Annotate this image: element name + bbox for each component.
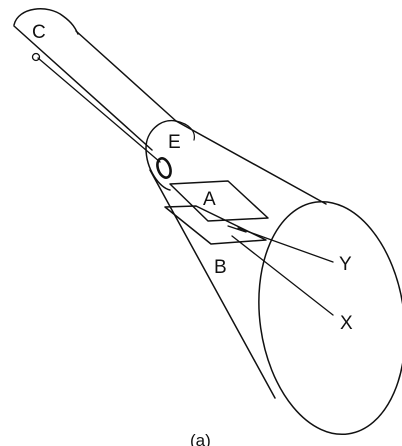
ring-e <box>145 119 177 191</box>
plate-a <box>169 180 269 222</box>
label-x: X <box>340 313 353 334</box>
tube-bottom-edge <box>13 25 153 151</box>
line-to-y <box>237 227 334 263</box>
tube-top-edge <box>75 30 177 122</box>
tube-tip-cap <box>13 8 79 35</box>
label-a: A <box>203 189 216 210</box>
line-to-x <box>231 235 334 316</box>
line-c-to-e <box>37 57 161 163</box>
label-y: Y <box>339 254 352 275</box>
line-to-y-inner <box>227 225 247 233</box>
plate-b <box>164 205 267 245</box>
cone-top-edge <box>175 120 327 205</box>
point-c <box>31 52 41 62</box>
label-b: B <box>214 257 227 278</box>
cone-bottom-edge <box>149 169 276 399</box>
label-e: E <box>168 132 181 153</box>
caption: (a) <box>190 431 211 446</box>
point-e-ellipse <box>156 157 172 179</box>
label-c: C <box>32 22 46 43</box>
end-ellipse <box>258 200 402 436</box>
